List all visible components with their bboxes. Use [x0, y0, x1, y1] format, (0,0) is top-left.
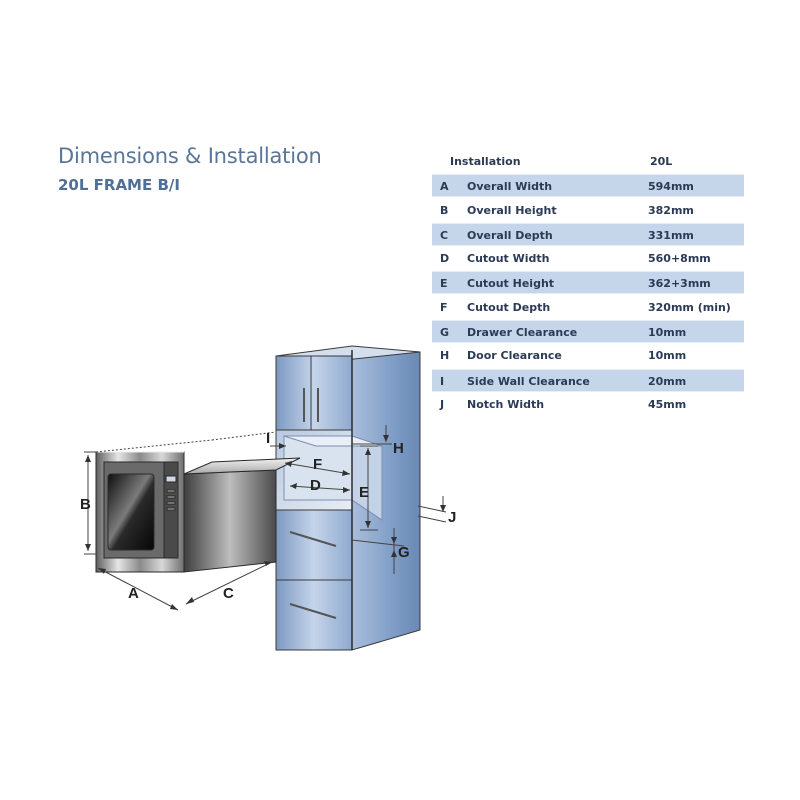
label-b: B: [80, 496, 91, 513]
spec-name: Notch Width: [467, 397, 545, 411]
spec-name: Overall Width: [467, 180, 553, 194]
spec-letter: I: [440, 374, 445, 388]
spec-header-value: 20L: [650, 155, 673, 168]
label-a: A: [128, 585, 139, 602]
spec-letter: C: [440, 228, 449, 242]
label-i: I: [266, 430, 270, 447]
spec-header-label: Installation: [450, 155, 521, 168]
spec-value: 382mm: [648, 203, 694, 217]
label-f: F: [313, 456, 322, 473]
label-c: C: [223, 585, 234, 602]
spec-row: J Notch Width 45mm: [432, 393, 744, 416]
microwave: [95, 451, 301, 573]
spec-name: Overall Depth: [467, 228, 553, 242]
label-h: H: [393, 440, 404, 457]
spec-row: E Cutout Height 362+3mm: [432, 271, 744, 295]
spec-name: Cutout Height: [467, 277, 555, 291]
spec-row: A Overall Width 594mm: [432, 174, 744, 198]
spec-letter: F: [440, 300, 448, 314]
spec-value: 560+8mm: [648, 252, 711, 266]
page-subtitle: 20L FRAME B/I: [58, 176, 180, 194]
spec-row: B Overall Height 382mm: [432, 199, 744, 222]
dimension-arrows: [85, 435, 446, 610]
spec-letter: H: [440, 349, 450, 363]
spec-row: H Door Clearance 10mm: [432, 344, 744, 367]
spec-name: Side Wall Clearance: [467, 374, 590, 388]
spec-header-row: Installation 20L: [432, 150, 744, 173]
spec-value: 331mm: [648, 228, 694, 242]
spec-value: 45mm: [648, 397, 687, 411]
spec-letter: E: [440, 277, 448, 291]
spec-name: Door Clearance: [467, 349, 562, 363]
spec-row: C Overall Depth 331mm: [432, 222, 744, 246]
spec-value: 10mm: [648, 326, 687, 340]
spec-letter: A: [440, 180, 449, 194]
spec-value: 594mm: [648, 180, 694, 194]
spec-row: D Cutout Width 560+8mm: [432, 247, 744, 270]
spec-letter: G: [440, 326, 450, 340]
spec-name: Cutout Depth: [467, 300, 551, 314]
label-j: J: [448, 509, 456, 526]
spec-row: I Side Wall Clearance 20mm: [432, 368, 744, 392]
spec-letter: B: [440, 203, 449, 217]
spec-value: 20mm: [648, 374, 687, 388]
label-g: G: [398, 544, 410, 561]
label-d: D: [310, 477, 321, 494]
page-title: Dimensions & Installation: [58, 144, 322, 168]
spec-table: Installation 20L A Overall Width 594mm B…: [432, 150, 744, 417]
spec-name: Drawer Clearance: [467, 326, 578, 340]
label-e: E: [359, 484, 369, 501]
spec-letter: J: [440, 397, 445, 411]
spec-value: 10mm: [648, 349, 687, 363]
spec-name: Cutout Width: [467, 252, 550, 266]
spec-value: 362+3mm: [648, 277, 711, 291]
spec-row: G Drawer Clearance 10mm: [432, 320, 744, 344]
spec-name: Overall Height: [467, 203, 557, 217]
cabinet: [275, 345, 421, 651]
spec-value: 320mm (min): [648, 300, 731, 314]
spec-row: F Cutout Depth 320mm (min): [432, 296, 744, 319]
spec-letter: D: [440, 252, 450, 266]
